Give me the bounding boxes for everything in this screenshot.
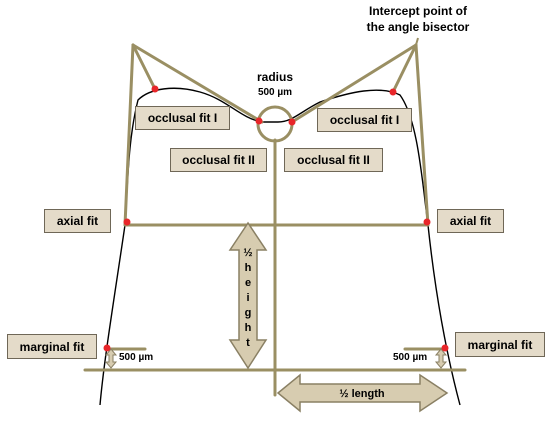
half-height-letter: e xyxy=(245,277,251,289)
left-occlusal-point xyxy=(151,85,159,93)
half-height-letter: g xyxy=(245,307,252,319)
occlusal-fit-1-right-label: occlusal fit I xyxy=(317,108,412,132)
offset-left-label: 500 µm xyxy=(119,352,154,363)
half-height-letter: ½ xyxy=(243,247,252,259)
left-bisector xyxy=(131,43,157,91)
half-length-arrow xyxy=(276,373,449,413)
half-height-letter: i xyxy=(246,292,249,304)
right-occlusal-point xyxy=(389,88,397,96)
right-bisector xyxy=(391,43,418,94)
radius-value: 500 µm xyxy=(257,87,293,98)
left-marginal-point xyxy=(103,344,111,352)
marginal-fit-left-label: marginal fit xyxy=(7,334,97,359)
occlusal-fit-1-left-label: occlusal fit I xyxy=(135,106,230,130)
right-radius-point xyxy=(288,118,296,126)
diagram-title-line1: Intercept point of xyxy=(369,4,467,18)
left-radius-point xyxy=(255,117,263,125)
occlusal-fit-2-right-label: occlusal fit II xyxy=(284,148,383,172)
occlusal-fit-2-left-label: occlusal fit II xyxy=(170,148,267,172)
diagram-title-line2: the angle bisector xyxy=(366,20,470,34)
radius-circle xyxy=(256,105,294,143)
left-axial-point xyxy=(123,218,131,226)
half-height-arrow xyxy=(228,221,268,370)
right-offset-arrow xyxy=(434,348,448,369)
half-height-letter: h xyxy=(245,322,252,334)
axial-fit-left-label: axial fit xyxy=(44,209,111,233)
axial-fit-right-label: axial fit xyxy=(437,209,504,233)
right-axial-point xyxy=(423,218,431,226)
left-offset-arrow xyxy=(104,348,118,369)
right-tangent-slope xyxy=(290,43,418,124)
half-length-label: ½ length xyxy=(339,388,385,400)
title-pointer xyxy=(415,37,419,46)
right-tangent-vertical xyxy=(414,43,430,227)
half-height-letter: t xyxy=(246,337,250,349)
radius-label: radius xyxy=(256,70,293,84)
offset-right-label: 500 µm xyxy=(393,352,428,363)
half-height-letter: h xyxy=(245,262,252,274)
right-marginal-point xyxy=(441,344,449,352)
marginal-fit-right-label: marginal fit xyxy=(455,332,545,357)
left-tangent-slope xyxy=(131,43,264,124)
left-tangent-vertical xyxy=(123,43,135,227)
